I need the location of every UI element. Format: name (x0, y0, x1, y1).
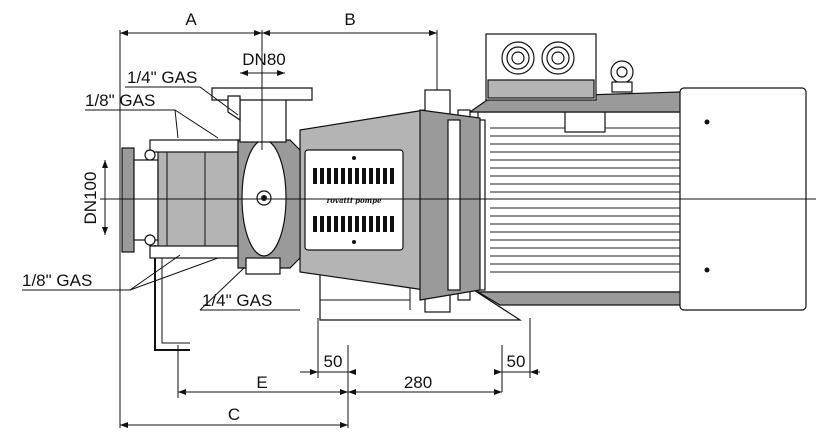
lifting-eye (610, 60, 634, 93)
dim-b-label: B (344, 10, 355, 29)
vent-slots-bottom (313, 216, 394, 232)
cable-gland-left (501, 41, 535, 75)
dimension-lines (102, 30, 540, 428)
dim-50-left-label: 50 (324, 352, 343, 371)
dn80-label: DN80 (242, 50, 285, 69)
gas-eighth-bottom-label: 1/8" GAS (22, 271, 92, 290)
vent-slots-top (313, 168, 394, 184)
dim-a-label: A (185, 10, 197, 29)
nameplate: rovatti pompe (304, 149, 404, 251)
dim-c-label: C (228, 405, 240, 424)
gas-quarter-top-label: 1/4" GAS (127, 68, 197, 87)
dn100-label: DN100 (81, 172, 100, 225)
support-foot (154, 245, 190, 351)
gas-quarter-bottom-label: 1/4" GAS (202, 291, 272, 310)
cable-gland-right (541, 41, 575, 75)
brand-label: rovatti pompe (327, 196, 382, 205)
pump-casing (121, 87, 313, 275)
dim-e-label: E (256, 373, 267, 392)
dim-50-right-label: 50 (507, 352, 526, 371)
gas-leaders (22, 86, 300, 311)
dim-280-label: 280 (404, 373, 432, 392)
motor (439, 33, 807, 311)
motor-fins (490, 127, 680, 273)
gas-eighth-top-label: 1/8" GAS (85, 91, 155, 110)
